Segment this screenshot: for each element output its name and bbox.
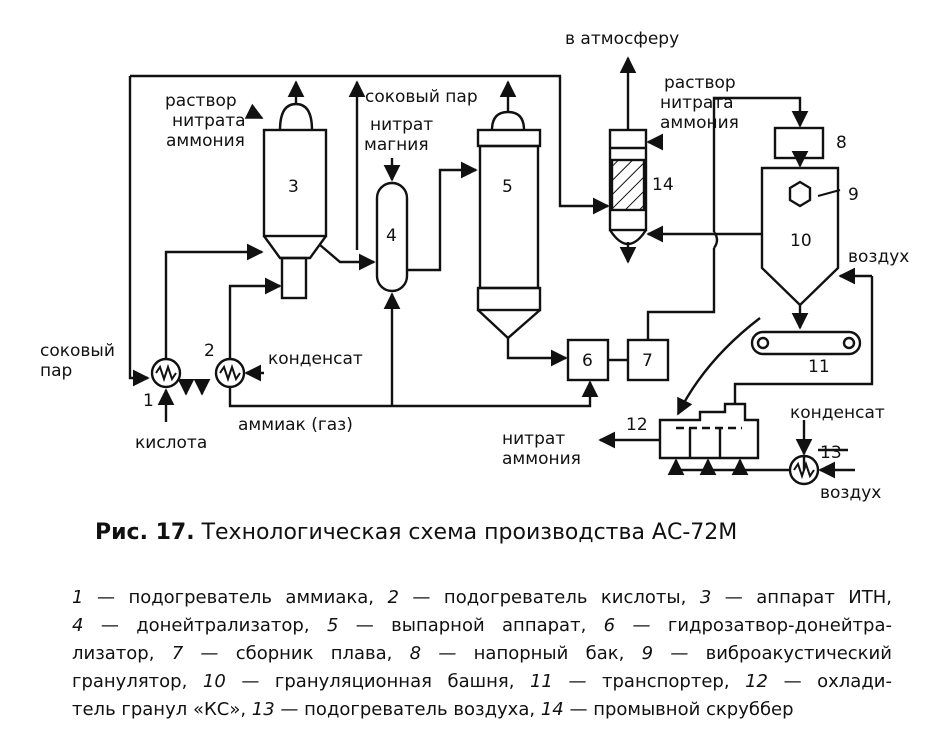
cooler-12 [658, 402, 760, 460]
evaporator-5 [476, 110, 542, 340]
head-tank-8 [773, 126, 825, 160]
label-condensate-left: конденсат [268, 349, 363, 369]
label-air-bottom: воздух [820, 483, 881, 503]
legend-line: 1 — подогреватель аммиака, 2 — подогрева… [72, 587, 893, 608]
label-acid: кислота [135, 433, 207, 453]
number-13: 13 [820, 443, 842, 463]
legend-line: гранулятор, 10 — грануляционная башня, 1… [72, 671, 892, 692]
number-4: 4 [386, 226, 397, 246]
legend-line: тель гранул «КС», 13 — подогреватель воз… [72, 699, 794, 720]
apparatus-3-itn [262, 102, 328, 300]
figure-legend: 1 — подогреватель аммиака, 2 — подогрева… [72, 584, 892, 724]
caption-lead: Рис. 17. [95, 520, 195, 545]
legend-line: 4 — донейтрализатор, 5 — выпарной аппара… [72, 615, 892, 636]
number-14: 14 [652, 175, 674, 195]
caption-title: Технологическая схема производства АС-72… [201, 520, 738, 545]
number-10: 10 [790, 231, 812, 251]
number-12: 12 [626, 415, 648, 435]
number-7: 7 [642, 351, 653, 371]
number-11: 11 [808, 357, 830, 377]
number-8: 8 [836, 133, 847, 153]
label-ammonia-gas: аммиак (газ) [238, 415, 353, 435]
label-condensate-right: конденсат [790, 403, 885, 423]
conveyor-11 [750, 330, 862, 356]
granulation-tower-10 [760, 166, 840, 307]
legend-line: лизатор, 7 — сборник плава, 8 — напорный… [72, 643, 892, 664]
number-5: 5 [502, 177, 513, 197]
number-1: 1 [143, 391, 154, 411]
number-2: 2 [204, 341, 215, 361]
post-neutralizer-4 [375, 181, 409, 293]
figure-caption: Рис. 17. Технологическая схема производс… [95, 520, 915, 545]
scrubber-14 [608, 128, 648, 246]
vibroacoustic-granulator-9 [788, 180, 812, 208]
number-3: 3 [288, 177, 299, 197]
label-to-atmosphere: в атмосферу [565, 29, 679, 49]
label-juice-steam-top: соковый пар [365, 87, 478, 107]
number-6: 6 [582, 351, 593, 371]
label-air-right: воздух [848, 247, 909, 267]
number-9: 9 [848, 185, 859, 205]
